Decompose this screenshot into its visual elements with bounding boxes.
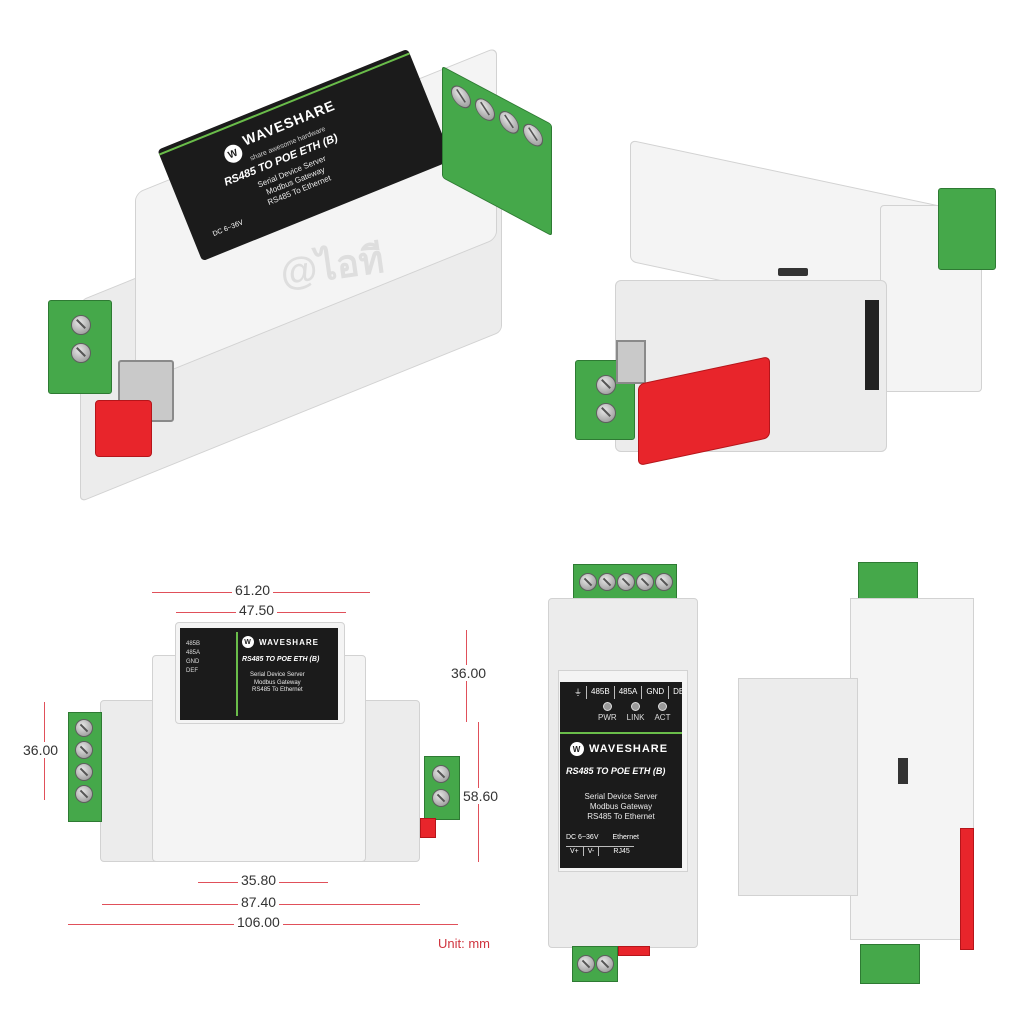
dimension-width-base-inner: 87.40 xyxy=(238,894,280,910)
screw-icon xyxy=(523,119,543,151)
led-pwr-icon xyxy=(602,702,612,711)
product-description: Serial Device Server Modbus Gateway RS48… xyxy=(584,792,658,821)
power-label: DC 6~36V xyxy=(211,219,245,238)
led-act-icon xyxy=(657,702,667,711)
dimension-height-label: 36.00 xyxy=(448,665,490,681)
screw-icon xyxy=(598,573,616,591)
dimension-width-base-mid: 35.80 xyxy=(238,872,280,888)
device-profile-lower xyxy=(738,678,858,896)
screw-icon xyxy=(75,719,93,737)
screw-icon xyxy=(579,573,597,591)
dimension-height-terminal: 36.00 xyxy=(20,742,62,758)
screw-icon xyxy=(75,741,93,759)
dimension-height-total: 58.60 xyxy=(460,788,502,804)
dimension-width-total: 106.00 xyxy=(234,914,283,930)
ethernet-label: Ethernet xyxy=(612,834,639,841)
pin-row: ⏚ 485B 485A GND DEF xyxy=(570,686,682,699)
brand-logo: W WAVESHARE xyxy=(570,742,668,756)
screw-icon xyxy=(596,403,616,423)
ethernet-port xyxy=(616,340,646,384)
terminal-block-right xyxy=(424,756,460,820)
product-description: Serial Device Server Modbus Gateway RS48… xyxy=(250,672,305,693)
dimension-width-top-inner: 47.50 xyxy=(236,602,278,618)
screw-icon xyxy=(75,763,93,781)
screw-icon xyxy=(451,81,471,113)
screw-icon xyxy=(617,573,635,591)
screw-icon xyxy=(432,765,450,783)
model-name: RS485 TO POE ETH (B) xyxy=(566,766,666,776)
din-rail-latch xyxy=(960,828,974,950)
screw-icon xyxy=(75,785,93,803)
din-rail-latch xyxy=(618,946,650,956)
clip-slot xyxy=(898,758,908,784)
clip-slot xyxy=(778,268,808,276)
unit-label: Unit: mm xyxy=(438,936,490,951)
view-side xyxy=(720,560,1024,1024)
screw-icon xyxy=(655,573,673,591)
waveshare-logo-icon: W xyxy=(242,636,254,648)
brand-logo: W WAVESHARE xyxy=(242,636,319,648)
terminal-block-top xyxy=(573,564,677,600)
power-label: DC 6~36V xyxy=(566,834,599,841)
led-link-icon xyxy=(631,702,641,711)
model-name: RS485 TO POE ETH (B) xyxy=(242,656,320,663)
rail-slot xyxy=(865,300,879,390)
screw-icon xyxy=(596,955,614,973)
din-rail-latch xyxy=(95,400,152,457)
terminal-block-bottom xyxy=(572,946,618,982)
led-indicators: PWR LINK ACT xyxy=(598,702,670,722)
screw-icon xyxy=(596,375,616,395)
screw-icon xyxy=(577,955,595,973)
terminal-block-left xyxy=(68,712,102,822)
screw-icon xyxy=(71,315,91,335)
waveshare-logo-icon: W xyxy=(221,142,246,166)
label-plate: 485B 485A GND DEF W WAVESHARE RS485 TO P… xyxy=(180,628,338,720)
screw-icon xyxy=(432,789,450,807)
terminal-block-left xyxy=(48,300,112,394)
view-front: ⏚ 485B 485A GND DEF PWR LINK ACT W WAVES… xyxy=(540,560,720,1024)
terminal-block-right xyxy=(938,188,996,270)
waveshare-logo-icon: W xyxy=(570,742,584,756)
view-rear xyxy=(560,0,1024,500)
screw-icon xyxy=(475,94,495,125)
power-pin-row: V+ V- RJ45 xyxy=(566,846,634,856)
view-dimensions: 485B 485A GND DEF W WAVESHARE RS485 TO P… xyxy=(0,560,540,1024)
terminal-block-left xyxy=(575,360,635,440)
view-isometric: W WAVESHARE share awesome hardware RS485… xyxy=(0,0,560,503)
device-profile-upper xyxy=(850,598,974,940)
screw-icon xyxy=(499,107,519,138)
dimension-width-top-outer: 61.20 xyxy=(232,582,274,598)
label-plate: ⏚ 485B 485A GND DEF PWR LINK ACT W WAVES… xyxy=(560,682,682,868)
screw-icon xyxy=(71,343,91,363)
ground-icon: ⏚ xyxy=(570,686,587,699)
din-rail-latch xyxy=(420,818,436,838)
terminal-block-top xyxy=(858,562,918,600)
screw-icon xyxy=(636,573,654,591)
terminal-block-bottom xyxy=(860,944,920,984)
